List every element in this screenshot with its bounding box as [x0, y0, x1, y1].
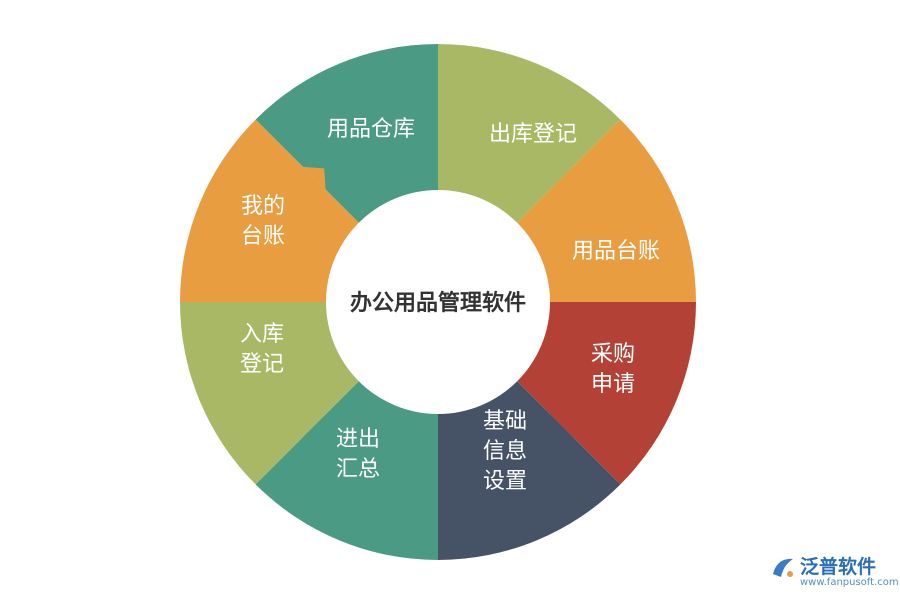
- segment-label-jichu-xinxi-shezhi: 信息: [483, 439, 527, 464]
- segment-label-wode-taizhang: 台账: [241, 224, 285, 249]
- brand-url: www.fanpusoft.com: [800, 577, 899, 588]
- segment-label-jichu-xinxi-shezhi: 基础: [483, 409, 527, 434]
- segment-label-caigou-shenqing: 采购: [591, 342, 635, 367]
- segment-label-jinchu-huizong: 进出: [336, 427, 380, 452]
- segment-arrow-wode-taizhang: [302, 166, 326, 190]
- brand-name: 泛普软件: [800, 556, 877, 578]
- brand-watermark: 泛普软件 www.fanpusoft.com: [770, 552, 899, 596]
- segment-label-chuku-dengji: 出库登记: [489, 122, 577, 147]
- segment-label-jinchu-huizong: 汇总: [336, 457, 380, 482]
- segment-label-wode-taizhang: 我的: [241, 194, 285, 219]
- segment-label-ruku-dengji: 登记: [240, 352, 284, 377]
- center-circle: [326, 190, 550, 414]
- brand-logo-icon: [773, 558, 793, 577]
- segment-label-caigou-shenqing: 申请: [591, 372, 635, 397]
- segment-label-yongpin-cangku: 用品仓库: [327, 117, 415, 142]
- segment-label-jichu-xinxi-shezhi: 设置: [483, 469, 527, 494]
- segment-label-ruku-dengji: 入库: [240, 322, 284, 347]
- segment-label-yongpin-taizhang: 用品台账: [572, 239, 660, 264]
- center-title: 办公用品管理软件: [350, 290, 526, 316]
